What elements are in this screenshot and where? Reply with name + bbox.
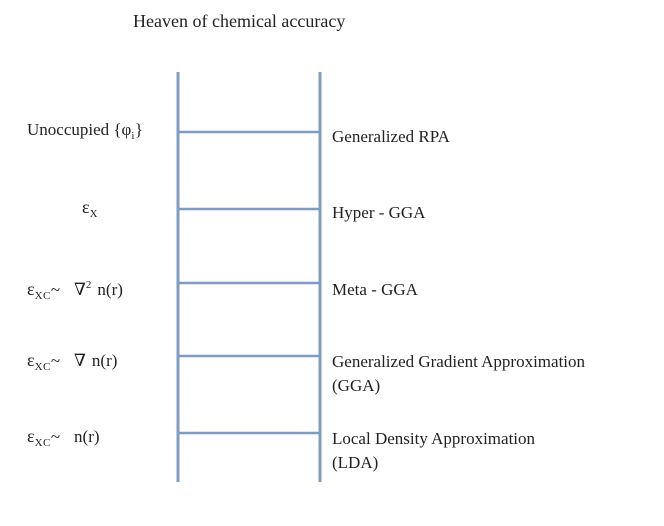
rung-5-method: Local Density Approximation [332, 429, 536, 448]
rung-4-method: Generalized Gradient Approximation [332, 352, 586, 371]
rung-5-method-abbrev: (LDA) [332, 453, 379, 472]
rung-4-right-label: Generalized Gradient Approximation (GGA) [332, 350, 585, 398]
rung-1-left-label: Unoccupied {φi} [27, 120, 144, 142]
rung-2-method: Hyper - GGA [332, 203, 426, 222]
rung-2-left-label: εX [82, 197, 99, 220]
diagram-title: Heaven of chemical accuracy [133, 11, 346, 31]
rung-5-left-label: εXC~n(r) [27, 426, 100, 449]
rung-3-right-label: Meta - GGA [332, 278, 418, 302]
rung-5-right-label: Local Density Approximation (LDA) [332, 427, 535, 475]
rung-1-method: Generalized RPA [332, 127, 450, 146]
rung-2-right-label: Hyper - GGA [332, 201, 425, 225]
rung-1-right-label: Generalized RPA [332, 125, 450, 149]
rung-3-method: Meta - GGA [332, 280, 418, 299]
rung-4-method-abbrev: (GGA) [332, 376, 381, 395]
rung-4-left-label: εXC~∇n(r) [27, 350, 118, 373]
